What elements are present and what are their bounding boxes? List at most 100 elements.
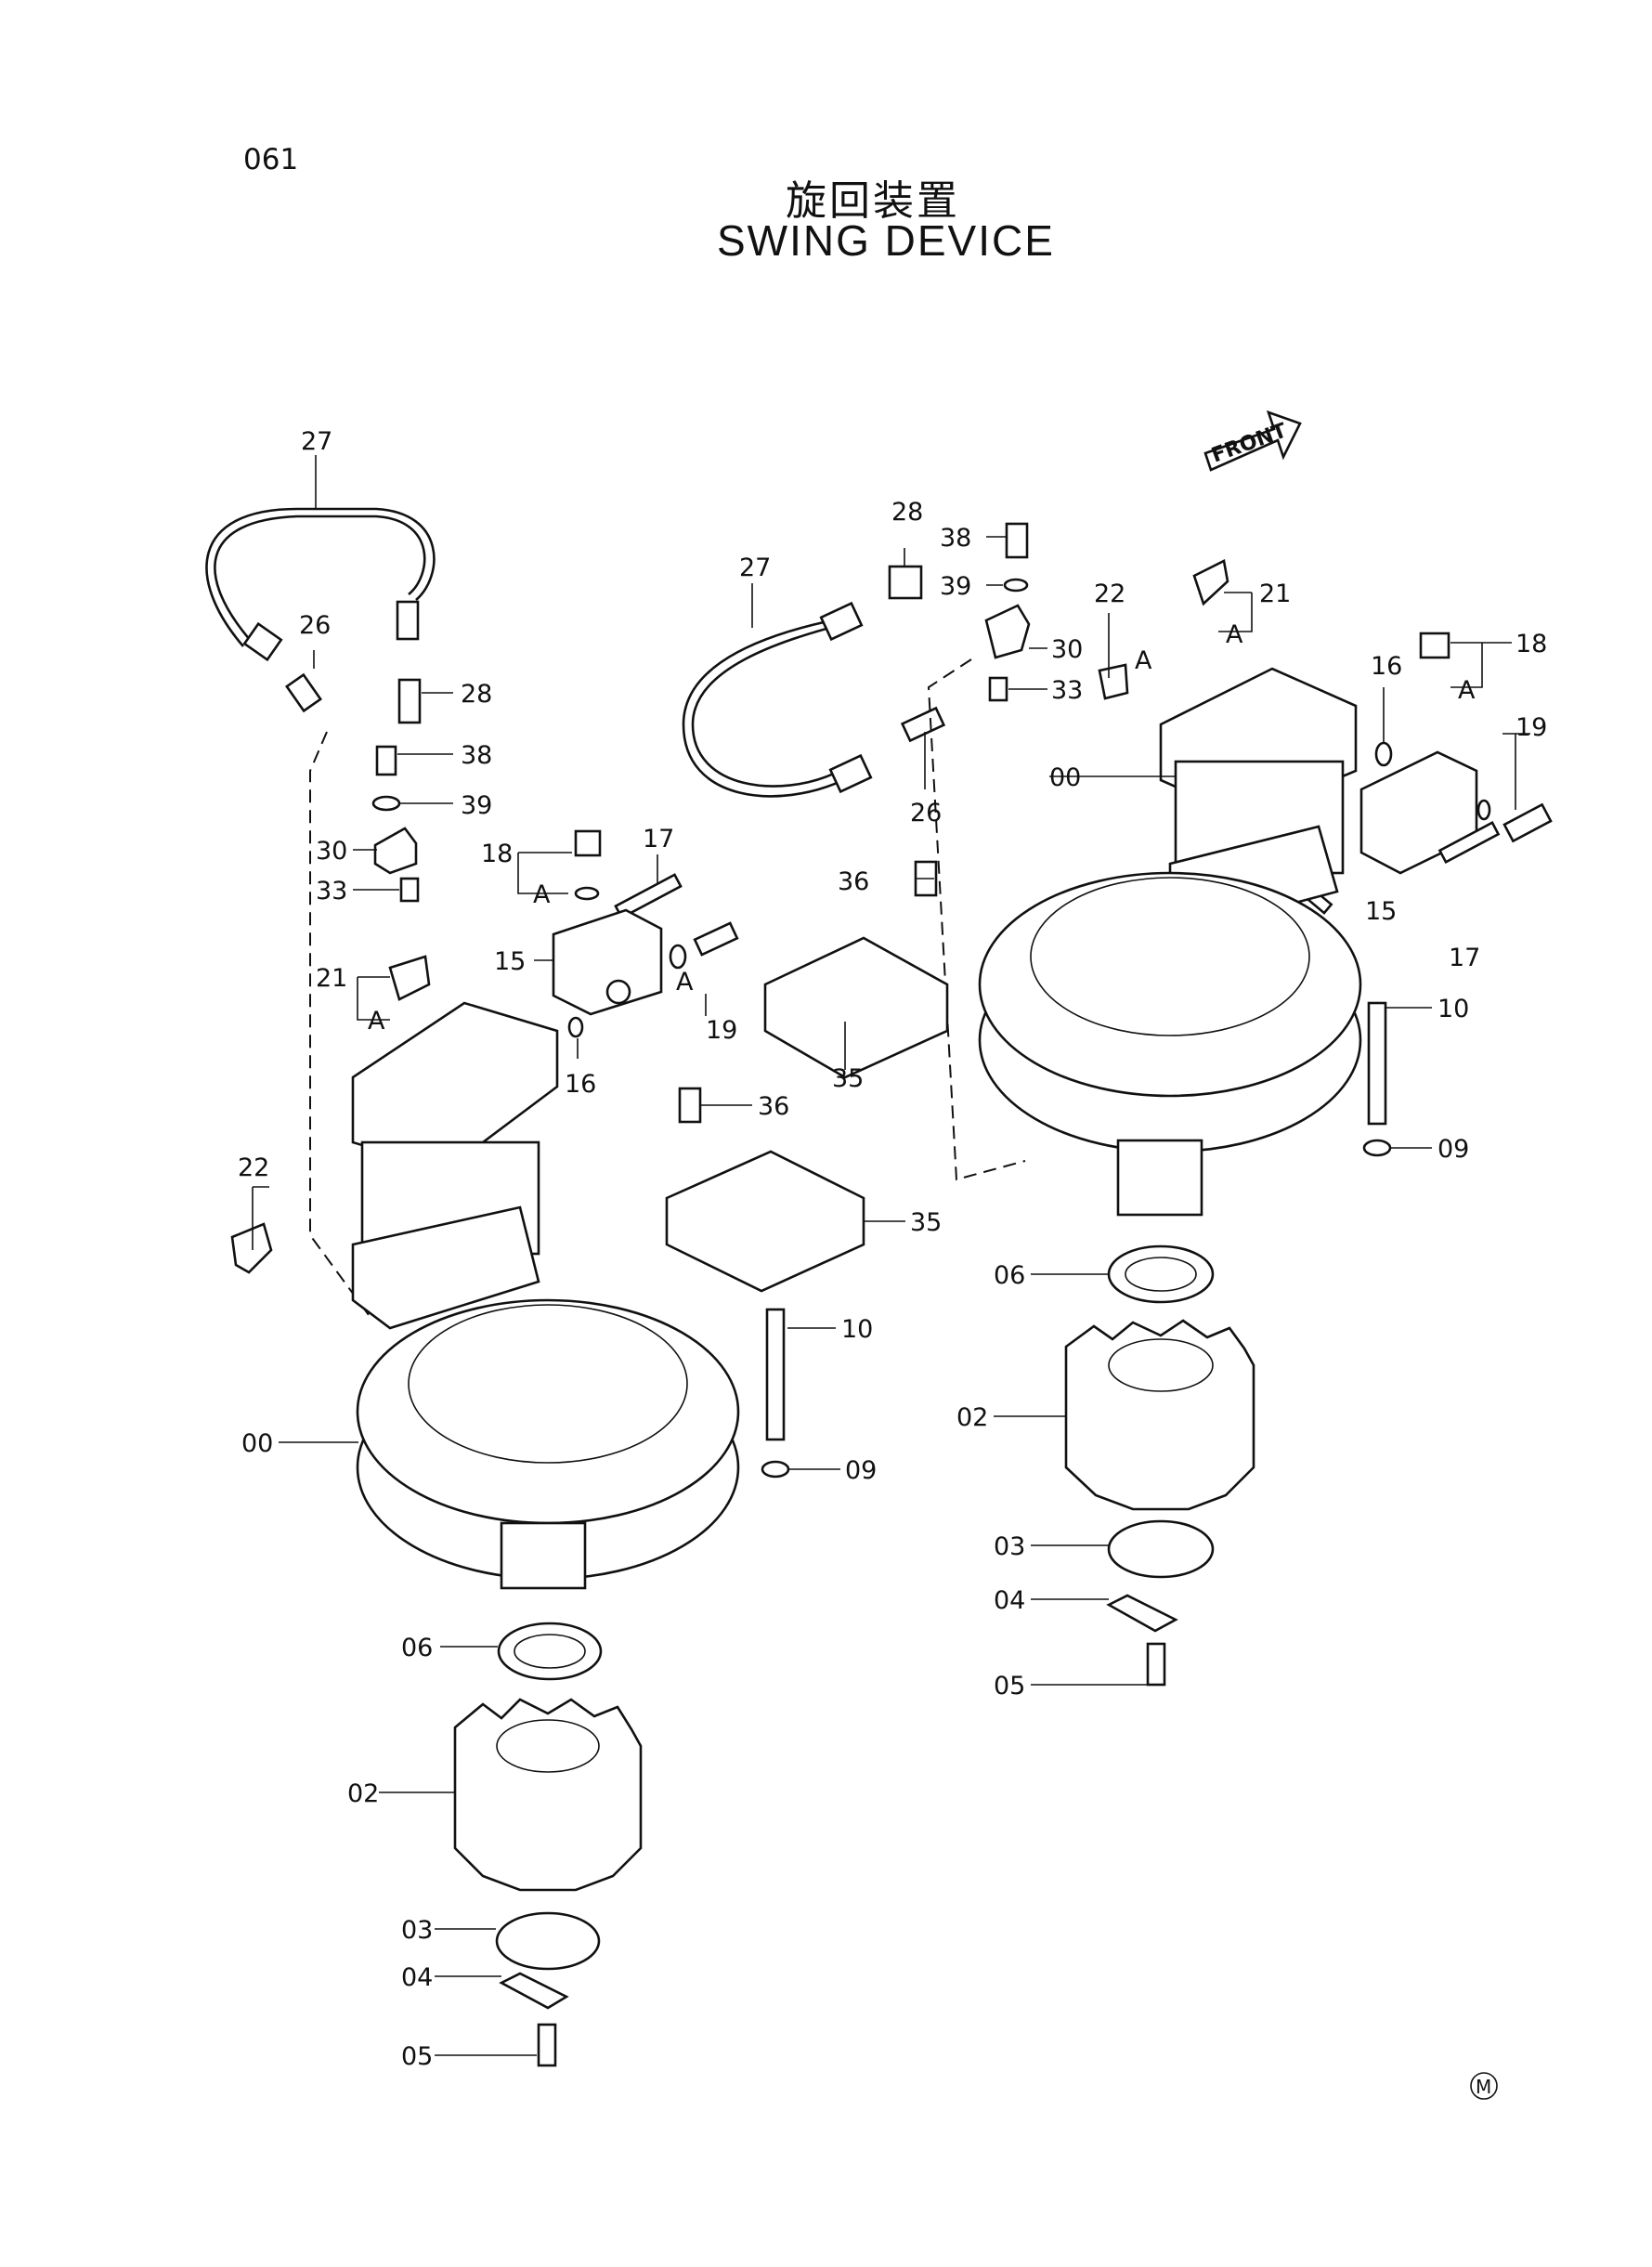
- pinion-02-right: [1064, 1319, 1255, 1511]
- callout-10: 10: [841, 1315, 873, 1344]
- callout-27: 27: [301, 427, 332, 456]
- callout-18-right: 18: [1515, 630, 1547, 658]
- callout-A-right: A: [1135, 646, 1152, 675]
- plate-04: [499, 1972, 569, 2010]
- callout-27-right: 27: [739, 554, 771, 582]
- callout-A: A: [676, 968, 694, 997]
- front-label: FRONT: [1209, 419, 1291, 467]
- callout-33-right: 33: [1051, 676, 1083, 705]
- clamp-30-right: [984, 604, 1031, 659]
- seal-06-right: [1107, 1244, 1215, 1304]
- callout-21-right: 21: [1259, 580, 1291, 608]
- washer-39: [371, 795, 401, 812]
- fitting-26: [285, 672, 322, 713]
- bolt-38-right: [1005, 522, 1029, 559]
- fitting-28-right: [888, 565, 923, 600]
- callout-21: 21: [316, 964, 347, 993]
- bolt-38: [375, 745, 397, 776]
- callout-15-right: 15: [1365, 897, 1397, 926]
- callout-36-right: 36: [838, 867, 869, 896]
- callout-22: 22: [238, 1153, 269, 1182]
- front-arrow-icon: FRONT: [1203, 410, 1302, 472]
- fitting-26-right: [900, 706, 946, 743]
- bolt-10: [765, 1308, 786, 1441]
- cover-03-right: [1107, 1519, 1215, 1579]
- callout-15: 15: [494, 947, 526, 976]
- callout-16-right: 16: [1371, 652, 1402, 681]
- callout-19: 19: [706, 1016, 737, 1045]
- callout-26-right: 26: [910, 799, 942, 827]
- bolt-10-right: [1367, 1001, 1387, 1126]
- title-english: SWING DEVICE: [717, 216, 1055, 265]
- callout-39-right: 39: [940, 572, 971, 601]
- callout-30-right: 30: [1051, 635, 1083, 664]
- callout-33: 33: [316, 877, 347, 905]
- callout-35-right: 35: [832, 1064, 864, 1093]
- callout-19-right: 19: [1515, 713, 1547, 742]
- elbow-22-right: [1098, 663, 1129, 700]
- callout-05: 05: [401, 2042, 433, 2071]
- title-japanese: 旋回装置: [786, 177, 960, 225]
- callout-38: 38: [461, 741, 492, 770]
- svg-text:M: M: [1476, 2076, 1491, 2098]
- callout-03-right: 03: [994, 1532, 1025, 1561]
- output-spline: [500, 1521, 587, 1590]
- callout-00-right: 00: [1049, 763, 1081, 792]
- callout-09-right: 09: [1437, 1135, 1469, 1164]
- hose-left: [214, 515, 426, 642]
- callout-26: 26: [299, 611, 331, 640]
- callout-06-right: 06: [994, 1261, 1025, 1290]
- callout-28-right: 28: [891, 498, 923, 527]
- elbow-22: [230, 1222, 273, 1274]
- plate-04-right: [1106, 1594, 1178, 1633]
- callout-02-right: 02: [956, 1403, 988, 1432]
- callout-A-right: A: [1458, 676, 1476, 705]
- fitting-19-right: [1502, 802, 1553, 843]
- callout-38-right: 38: [940, 524, 971, 553]
- elbow-21: [388, 955, 431, 1001]
- callout-03: 03: [401, 1916, 433, 1945]
- motor-head: [351, 1001, 559, 1172]
- block-15: [552, 908, 663, 1016]
- plug-18-right: [1419, 632, 1450, 659]
- callout-09: 09: [845, 1456, 877, 1485]
- callout-35: 35: [910, 1208, 942, 1237]
- elbow-21-right: [1192, 559, 1229, 606]
- block-35: [665, 1150, 865, 1293]
- callout-22-right: 22: [1094, 580, 1125, 608]
- callout-10-right: 10: [1437, 995, 1469, 1023]
- callout-28: 28: [461, 680, 492, 709]
- fitting-28: [397, 678, 422, 724]
- model-mark-icon: M: [1470, 2072, 1498, 2100]
- callout-06: 06: [401, 1634, 433, 1662]
- callout-17-right: 17: [1449, 944, 1480, 972]
- callout-04: 04: [401, 1963, 433, 1992]
- callout-30: 30: [316, 837, 347, 866]
- left-assembly: [205, 507, 865, 2067]
- leader-lines: [252, 455, 1530, 2056]
- callout-A: A: [533, 880, 551, 909]
- pinion-02: [453, 1698, 643, 1892]
- right-assembly: [682, 522, 1553, 1687]
- callout-02: 02: [347, 1779, 379, 1808]
- callout-36: 36: [758, 1092, 789, 1121]
- cover-03: [495, 1911, 601, 1971]
- block-35-right: [763, 936, 949, 1079]
- seal-06: [497, 1622, 603, 1681]
- washer-09: [761, 1460, 790, 1479]
- fitting-19: [693, 921, 739, 957]
- clamp-30: [373, 827, 418, 875]
- callout-A: A: [368, 1007, 385, 1036]
- callout-39: 39: [461, 791, 492, 820]
- callout-04-right: 04: [994, 1586, 1025, 1615]
- plug-18: [574, 829, 602, 857]
- callout-16: 16: [565, 1070, 596, 1099]
- callout-A-right: A: [1226, 620, 1243, 649]
- bolt-05-right: [1146, 1642, 1166, 1687]
- callout-18: 18: [481, 840, 513, 868]
- callout-labels: 27 26 28 38 39 30 33 18 A 17 15 21 A A 1…: [238, 427, 1547, 2071]
- bolt-36: [678, 1087, 702, 1124]
- page-number: 061: [243, 143, 299, 176]
